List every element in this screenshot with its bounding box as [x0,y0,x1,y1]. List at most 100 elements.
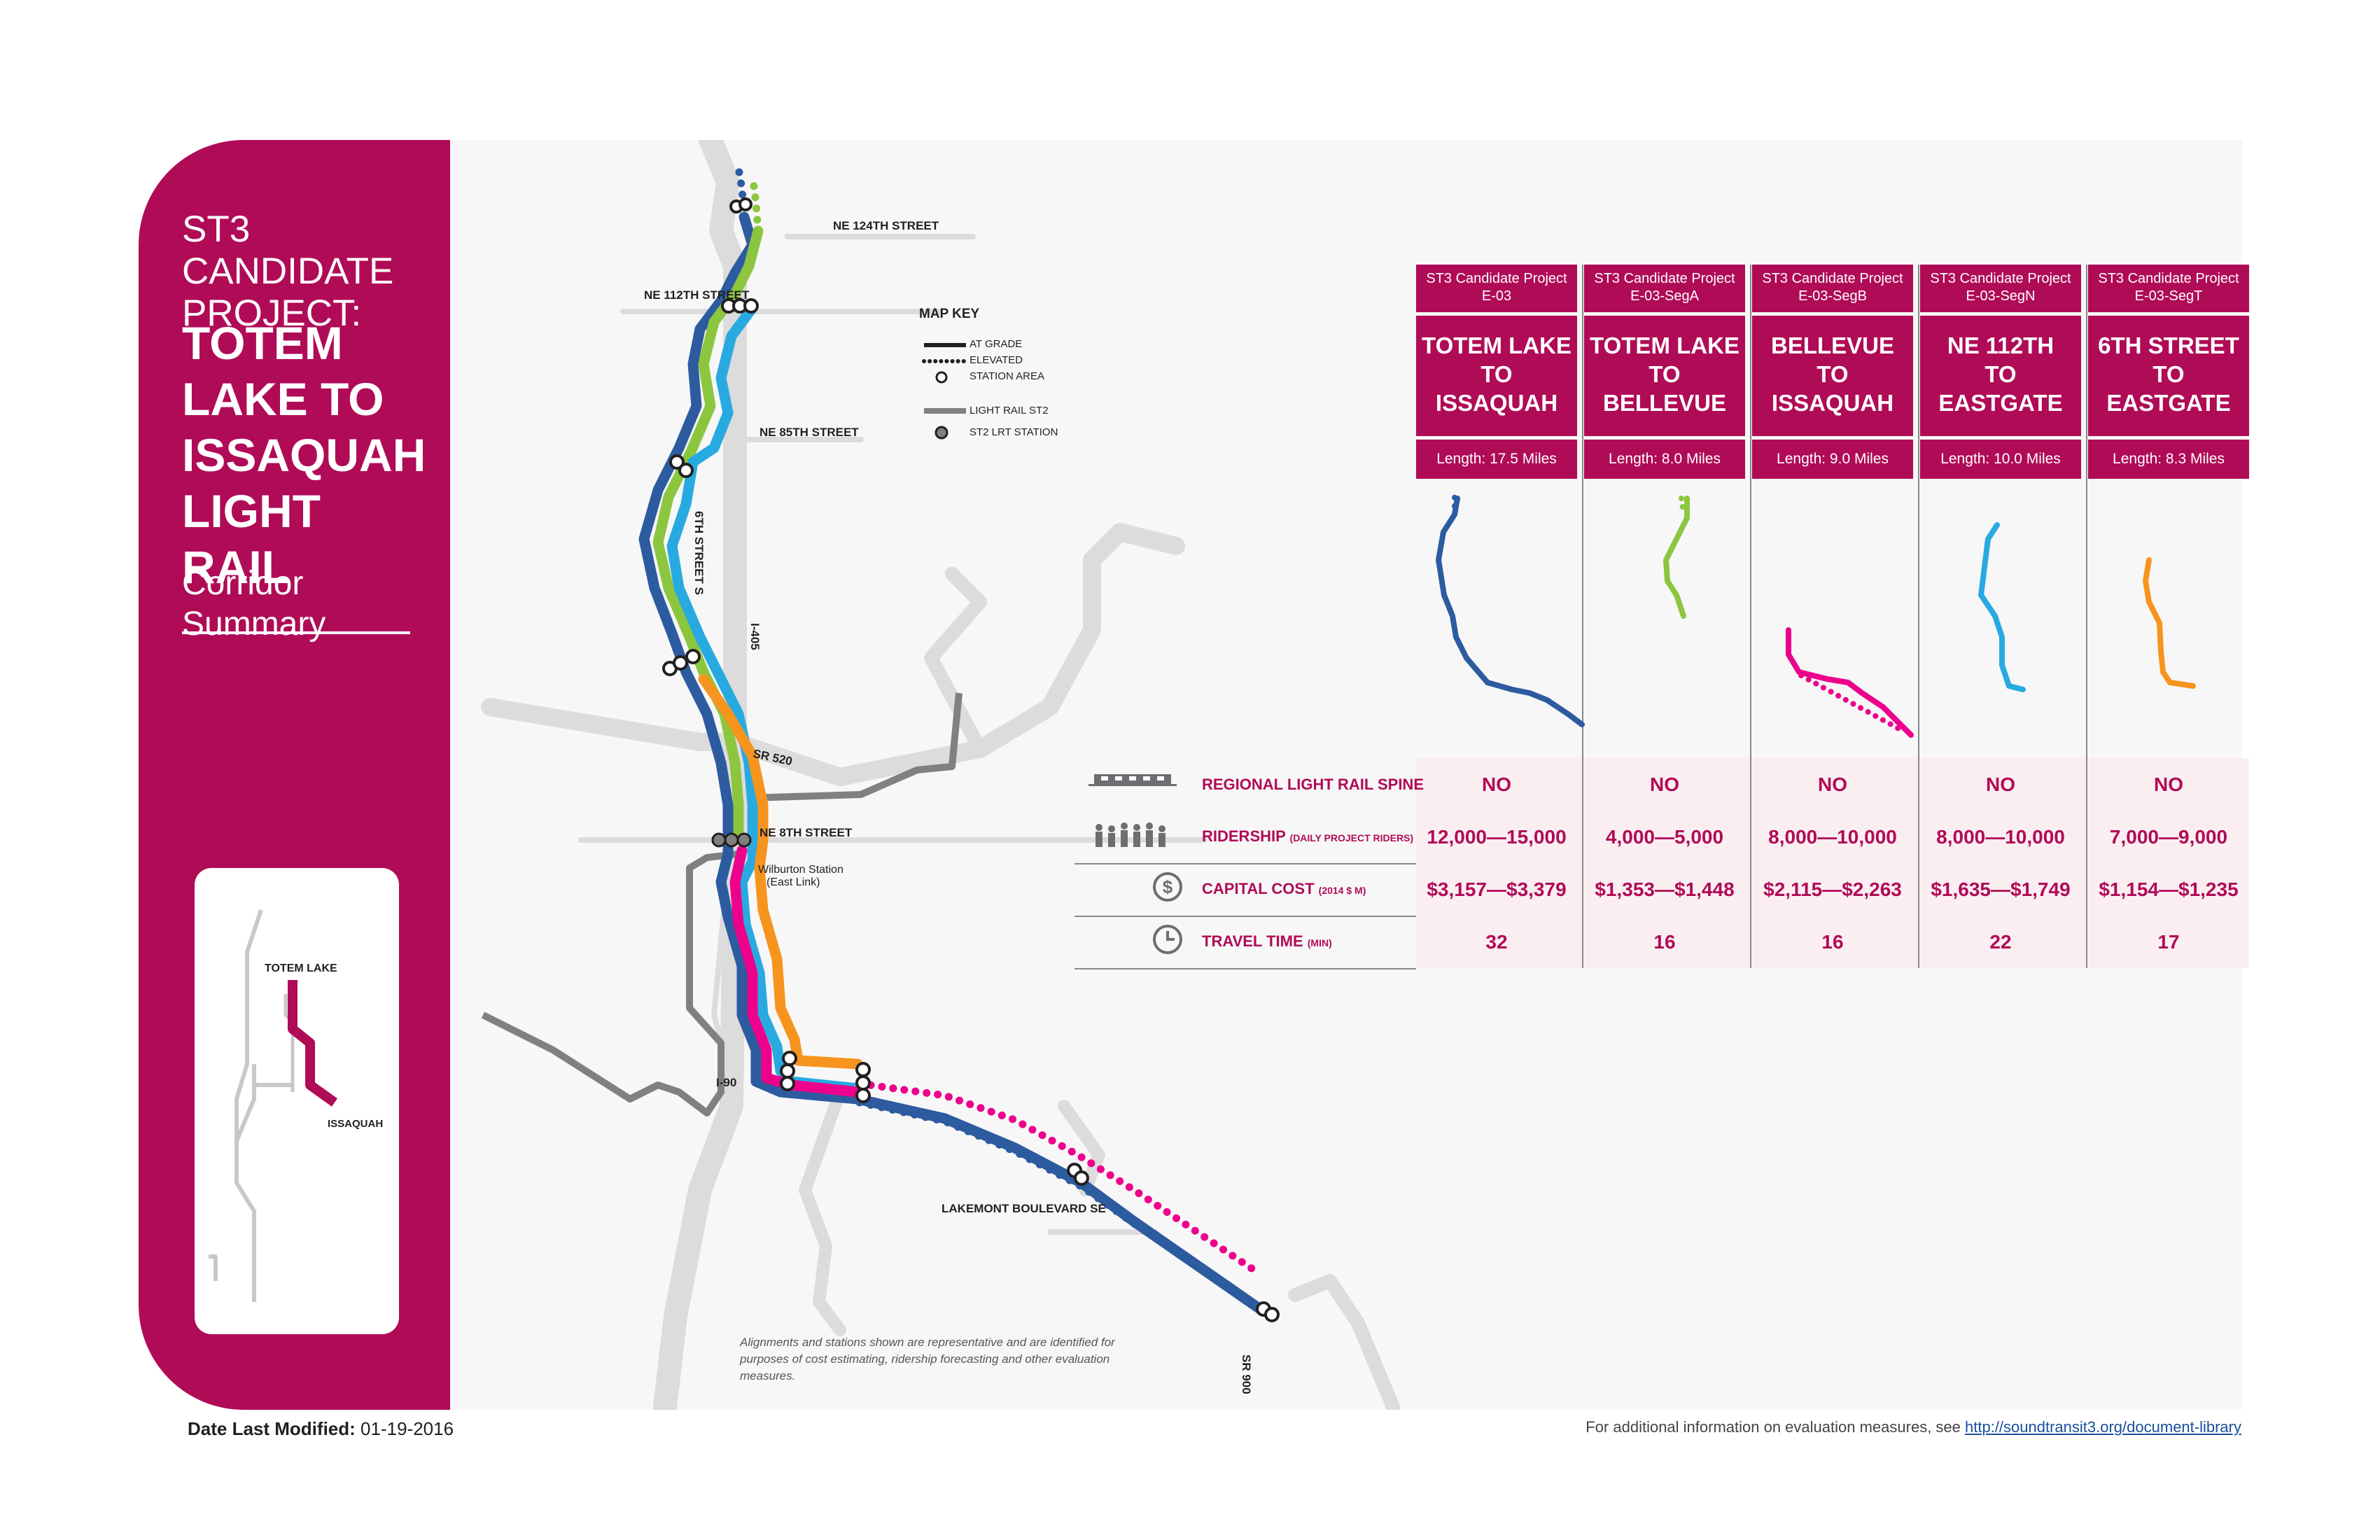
project-code-line1: ST3 Candidate Project [1594,271,1735,286]
project-code-line1: ST3 Candidate Project [1426,271,1567,286]
row-rule [1074,916,1416,917]
project-name-line: ISSAQUAH [1435,390,1558,416]
row-label-spine: REGIONAL LIGHT RAIL SPINE [1202,776,1424,793]
label-east-link: (East Link) [766,876,820,888]
cell-cost: $1,635—$1,749 [1931,878,2071,900]
cell-spine: NO [1650,774,1679,795]
dollar-icon: $ [1152,872,1183,902]
project-name-line: TO [1648,361,1681,387]
label-lakemont: LAKEMONT BOULEVARD SE [941,1202,1106,1215]
document-library-link[interactable]: http://soundtransit3.org/document-librar… [1965,1418,2241,1436]
info-footer: For additional information on evaluation… [1586,1418,2241,1436]
corridor-line [288,980,338,1107]
label-ne124: NE 124TH STREET [833,219,939,232]
route-sketch [1978,522,2026,692]
date-value: 01-19-2016 [360,1418,454,1439]
time-text: TRAVEL TIME [1202,932,1303,950]
project-name-line: NE 112TH [1947,332,2054,358]
project-length: Length: 8.0 Miles [1584,440,1745,479]
project-name-line: EASTGATE [1938,390,2063,416]
subtitle: Corridor Summary [182,565,326,643]
cell-cost: $2,115—$2,263 [1763,878,1902,900]
project-name-header: TOTEM LAKE TO ISSAQUAH [1416,316,1577,436]
title-divider [182,631,410,634]
project-name-line: EASTGATE [2106,390,2231,416]
label-ne85: NE 85TH STREET [760,426,859,439]
map-key-title: MAP KEY [919,307,980,321]
project-name-header: NE 112TH TO EASTGATE [1920,316,2081,436]
cell-ridership: 12,000—15,000 [1427,826,1567,848]
row-label-time: TRAVEL TIME (MIN) [1202,932,1332,951]
key-elevated: ELEVATED [969,354,1023,366]
project-code-line2: E-03 [1481,288,1512,304]
train-icon [1087,771,1178,791]
project-name-line: TO [2152,361,2185,387]
cell-cost: $3,157—$3,379 [1427,878,1567,900]
title-panel: ST3 CANDIDATE PROJECT: TOTEM LAKE TO ISS… [139,140,450,1410]
cell-spine: NO [1482,774,1511,795]
cell-ridership: 7,000—9,000 [2109,826,2228,848]
row-label-cost: CAPITAL COST (2014 $ M) [1202,880,1366,898]
label-wilburton: Wilburton Station [758,864,844,876]
cell-ridership: 4,000—5,000 [1605,826,1724,848]
route-sketch [1436,496,1585,727]
row-rule [1074,968,1416,969]
project-name-line: TO [1984,361,2017,387]
project-name-line: TO [1480,361,1513,387]
project-name-line: TOTEM LAKE [1422,332,1572,358]
locator-map: TOTEM LAKE ISSAQUAH [195,868,399,1334]
cell-time: 32 [1485,931,1508,953]
clock-icon [1152,924,1183,955]
project-name-line: BELLEVUE [1770,332,1895,358]
column-divider [2086,265,2087,968]
route-sketch-elevated [1679,496,1686,517]
cell-time: 17 [2157,931,2180,953]
time-note: (MIN) [1307,937,1332,948]
cell-ridership: 8,000—10,000 [1768,826,1897,848]
data-band [1416,758,2249,968]
cell-spine: NO [2154,774,2183,795]
label-i90: I-90 [716,1076,737,1089]
eyebrow-title: ST3 CANDIDATE PROJECT: [182,209,394,334]
mini-label-issaquah: ISSAQUAH [328,1118,383,1130]
project-code-line1: ST3 Candidate Project [2098,271,2239,286]
project-title: TOTEM LAKE TO ISSAQUAH LIGHT RAIL [182,317,426,593]
label-ne8: NE 8TH STREET [760,826,853,839]
date-label: Date Last Modified: [188,1418,356,1439]
route-sketch [2143,557,2196,689]
cost-note: (2014 $ M) [1318,885,1366,896]
row-label-ridership: RIDERSHIP (DAILY PROJECT RIDERS) [1202,827,1413,846]
project-code-line2: E-03-SegB [1798,288,1867,304]
corridor-map [481,140,1400,1410]
project-code-line2: E-03-SegN [1966,288,2036,304]
ridership-note: (DAILY PROJECT RIDERS) [1289,832,1414,844]
project-code-line1: ST3 Candidate Project [1930,271,2071,286]
cell-spine: NO [1986,774,2015,795]
project-name-line: TOTEM LAKE [1590,332,1740,358]
project-code-line1: ST3 Candidate Project [1762,271,1903,286]
key-station-area: STATION AREA [969,370,1044,382]
key-at-grade: AT GRADE [969,338,1023,350]
svg-text:$: $ [1163,876,1173,897]
mini-label-totem-lake: TOTEM LAKE [265,962,337,974]
project-code-line2: E-03-SegT [2134,288,2203,304]
cell-cost: $1,154—$1,235 [2099,878,2239,900]
cell-time: 22 [1989,931,2012,953]
route-sketch [1786,627,1914,738]
route-sketch-elevated [1798,673,1907,734]
key-light-rail-st2: LIGHT RAIL ST2 [969,405,1049,416]
riders-icon [1092,820,1176,848]
project-length: Length: 17.5 Miles [1416,440,1577,479]
info-text: For additional information on evaluation… [1586,1418,1961,1436]
cell-ridership: 8,000—10,000 [1936,826,2065,848]
project-name-line: TO [1816,361,1849,387]
